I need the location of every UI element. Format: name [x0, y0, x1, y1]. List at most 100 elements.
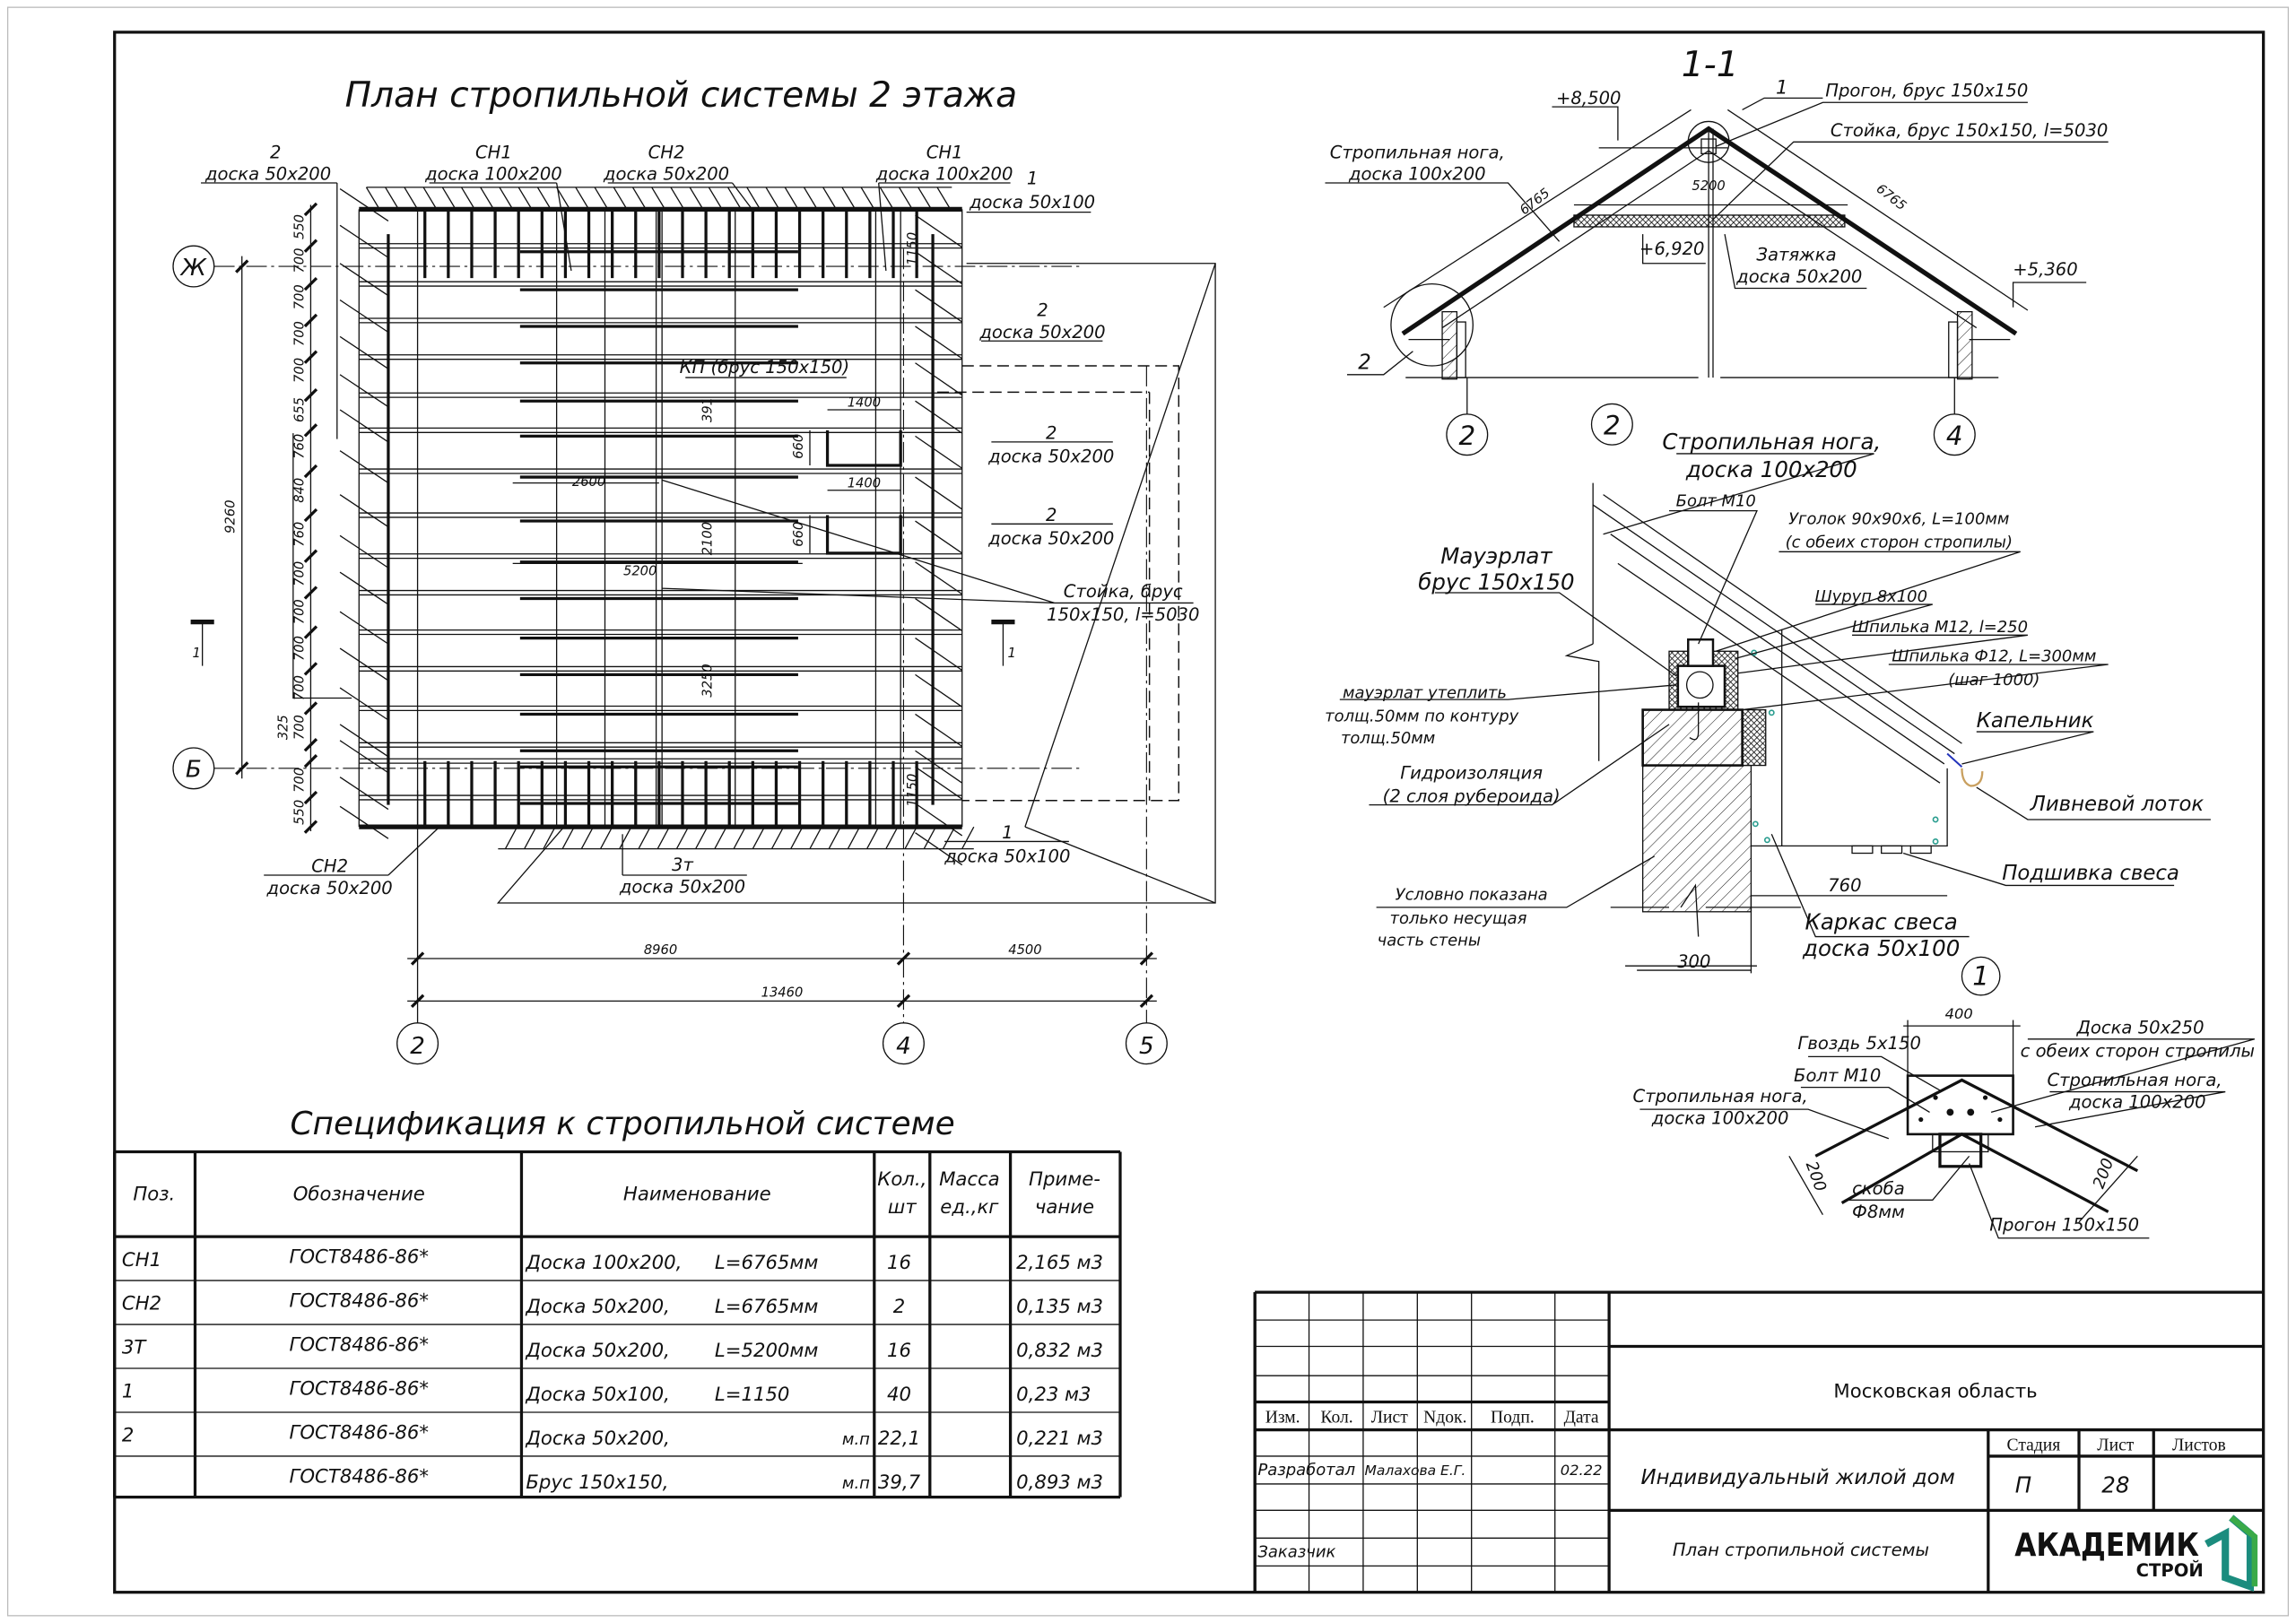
node-label: 760	[1828, 875, 1861, 896]
dim-tick	[303, 313, 318, 328]
callout-label: 1	[1002, 822, 1013, 843]
callout-label: 2	[270, 142, 281, 162]
cell-length: L=6765мм	[715, 1296, 819, 1318]
cell-pos: 2	[122, 1425, 135, 1447]
cell-qty: 22,1	[878, 1428, 920, 1450]
left-dimension-label: 760	[291, 522, 307, 547]
hatch-tick	[915, 289, 963, 323]
logo-text-sub: СТРОЙ	[2136, 1560, 2204, 1581]
node-label: Мауэрлат	[1440, 542, 1552, 568]
hatch-tick	[733, 826, 746, 849]
dim-tick	[303, 586, 318, 600]
dim-tick	[1139, 994, 1154, 1009]
section-label: доска 50x200	[1735, 266, 1862, 287]
hatch-tick	[765, 187, 780, 210]
specification-table: Спецификация к стропильной системе Поз.О…	[113, 1106, 1122, 1499]
axis-bubble-2	[396, 1022, 439, 1065]
date-value: 02.22	[1561, 1462, 1603, 1479]
axis-label: 2	[1604, 411, 1621, 441]
axis-label: 4	[896, 1033, 911, 1060]
dimension-label: 3250	[700, 664, 716, 697]
ridge-geometry	[1639, 1020, 2256, 1239]
callout-label: доска 100x200	[875, 164, 1013, 185]
hatch-tick	[441, 187, 457, 210]
hatch-tick	[841, 187, 857, 210]
axis-label: Ж	[179, 255, 208, 282]
hatch-tick	[915, 673, 963, 707]
hatch-tick	[339, 647, 389, 681]
left-dimension-label: 700	[291, 358, 307, 383]
dim-tick	[303, 464, 318, 479]
rev-header-kol: Кол.	[1320, 1408, 1352, 1427]
opening-frame	[825, 515, 902, 555]
hatch-tick	[580, 826, 595, 849]
developer-name: Малахова Е.Г.	[1365, 1462, 1466, 1479]
hatch-tick	[915, 476, 963, 510]
logo-text-main: АКАДЕМИК	[2014, 1527, 2199, 1564]
hatch-tick	[385, 187, 399, 210]
hatch-tick	[543, 826, 556, 849]
cell-code: ГОСТ8486-86*	[290, 1421, 429, 1444]
leader-line	[387, 826, 440, 876]
callout-label: доска 50x200	[978, 322, 1105, 343]
header-name: Наименование	[623, 1183, 771, 1205]
cell-name: Доска 50x200,	[525, 1428, 669, 1450]
node-label: (2 слоя рубероида)	[1383, 785, 1561, 806]
ridge-label: 200	[2090, 1156, 2118, 1191]
node-label: Каркас свеса	[1805, 908, 1958, 934]
dim-tick	[303, 508, 318, 523]
dim-tick	[303, 202, 318, 217]
dimension-label: 391	[700, 397, 716, 422]
cell-name: Доска 100x200,	[525, 1252, 682, 1274]
hatch-tick	[770, 826, 785, 849]
hatch-tick	[619, 826, 632, 849]
callout-label: доска 50x100	[969, 192, 1095, 213]
left-dimension-label: 325	[275, 715, 291, 740]
hatch-tick	[915, 435, 963, 469]
axis-label: 2	[410, 1033, 425, 1060]
hatch-tick	[504, 826, 518, 849]
header-note-2: чание	[1035, 1196, 1094, 1219]
sheets-header: Листов	[2172, 1436, 2226, 1454]
dimension-label: 2100	[700, 522, 716, 555]
hatch-tick	[708, 187, 723, 210]
node-label: Гидроизоляция	[1400, 762, 1543, 783]
table-row: 2 ГОСТ8486-86* Доска 50x200, м.п 22,1 0,221 м…	[122, 1421, 1103, 1450]
left-dimension-label: 655	[291, 397, 307, 422]
hatch-tick	[651, 187, 665, 210]
hatch-tick	[915, 520, 963, 554]
hatch-tick	[339, 335, 389, 369]
hatch-tick	[809, 826, 822, 849]
cell-note: 0,135 м3	[1016, 1296, 1103, 1318]
header-mass-unit: ед.,кг	[940, 1196, 999, 1219]
header-qty: Кол.,	[877, 1168, 926, 1191]
callout-label: 1	[1027, 169, 1038, 189]
axis-bubble-5	[1125, 1022, 1168, 1065]
cell-length: L=5200мм	[715, 1340, 819, 1362]
dim-tick	[1139, 951, 1154, 966]
ridge-label: Доска 50x250	[2076, 1017, 2205, 1037]
cell-note: 0,221 м3	[1016, 1428, 1103, 1450]
section-label: +6,920	[1639, 239, 1704, 259]
hatch-tick	[803, 187, 818, 210]
node-label: Капельник	[1977, 709, 2094, 733]
left-dimension-label: 700	[291, 768, 307, 793]
hatch-tick	[689, 187, 704, 210]
node-label: Подшивка свеса	[2002, 862, 2179, 885]
hatch-tick	[695, 826, 709, 849]
roof-outline	[1024, 263, 1216, 828]
leader-line	[878, 182, 887, 271]
dimension-label: 4500	[1008, 942, 1041, 958]
dim-tick	[410, 951, 425, 966]
cell-unit: м.п	[842, 1430, 870, 1449]
roof-outline	[1024, 826, 1216, 904]
node-label: толщ.50мм	[1341, 729, 1435, 748]
hatch-tick	[670, 187, 685, 210]
cell-pos: 1	[122, 1381, 135, 1403]
